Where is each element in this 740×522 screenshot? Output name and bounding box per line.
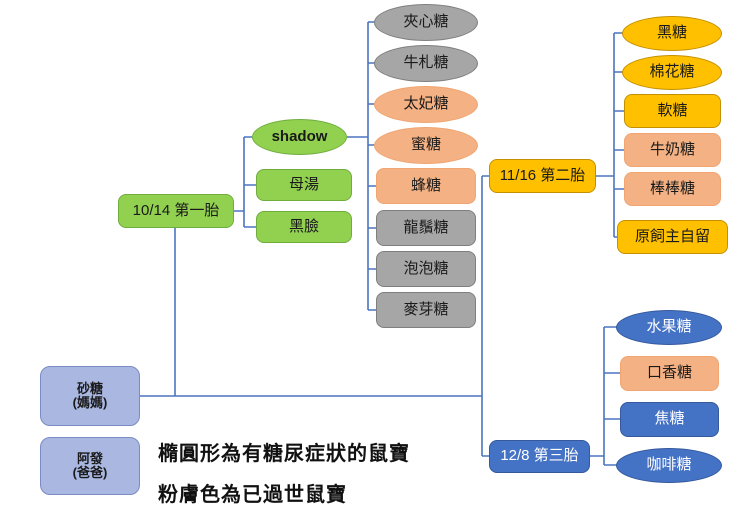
node-candy-mi: 蜜糖 [374,127,478,164]
node-candy-hei: 黑糖 [622,16,722,51]
node-heilian: 黑臉 [256,211,352,243]
node-candy-ruan: 軟糖 [624,94,721,128]
node-keeper-retained: 原飼主自留 [617,220,728,254]
node-candy-niunai: 牛奶糖 [624,133,721,167]
node-candy-taifei: 太妃糖 [374,86,478,123]
father-role: (爸爸) [72,465,108,480]
node-candy-jiao: 焦糖 [620,402,719,437]
node-litter2: 11/16 第二胎 [489,159,596,193]
legend-line-1: 橢圓形為有糖尿症狀的鼠寶 [158,443,410,465]
node-candy-bangbang: 棒棒糖 [624,172,721,206]
node-candy-feng: 蜂糖 [376,168,476,204]
node-litter1: 10/14 第一胎 [118,194,234,228]
node-candy-niuzha: 牛札糖 [374,45,478,82]
node-candy-shuiguo: 水果糖 [616,310,722,345]
mother-role: (媽媽) [72,395,108,410]
legend-line-2: 粉膚色為已過世鼠寶 [158,484,347,506]
node-candy-kafei: 咖啡糖 [616,448,722,483]
node-candy-longxu: 龍鬚糖 [376,210,476,246]
node-candy-mianhua: 棉花糖 [622,55,722,90]
node-mother: 砂糖 (媽媽) [40,366,140,426]
mother-name: 砂糖 [76,380,103,396]
node-candy-paopao: 泡泡糖 [376,251,476,287]
node-father: 阿發 (爸爸) [40,437,140,495]
node-litter3: 12/8 第三胎 [489,440,590,473]
father-name: 阿發 [76,450,103,466]
node-candy-jiaxin: 夾心糖 [374,4,478,41]
node-shadow: shadow [252,119,347,155]
node-candy-maiya: 麥芽糖 [376,292,476,328]
node-candy-kouxiang: 口香糖 [620,356,719,391]
node-mutang: 母湯 [256,169,352,201]
